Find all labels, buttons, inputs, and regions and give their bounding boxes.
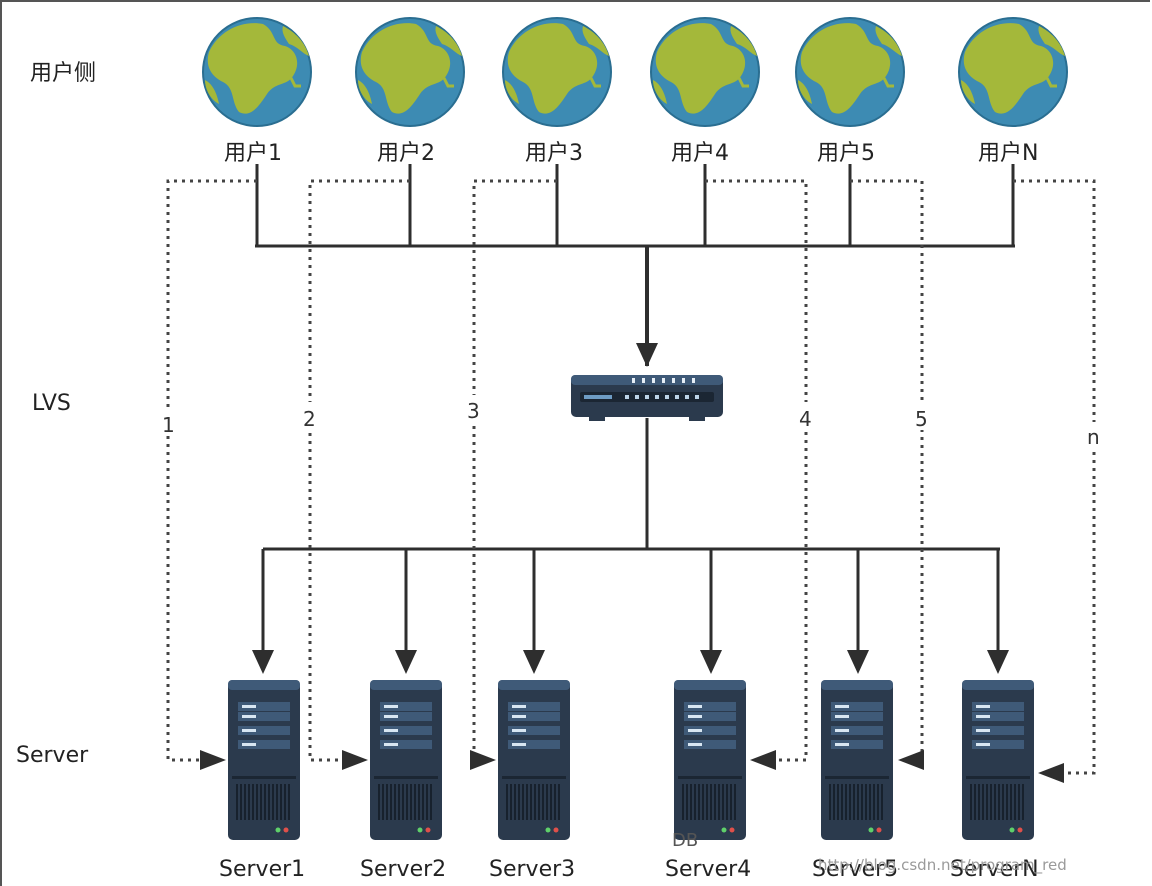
server-label-3: Server3 [489,857,575,882]
globe-icon [958,17,1068,127]
stray-db-text: DB [672,830,698,851]
server-label-2: Server2 [360,857,446,882]
server-rack-icon [228,680,300,840]
tier-label-user-side: 用户侧 [30,61,96,86]
bus-to-lvs-arrowhead [636,343,658,367]
server-rack-icon [821,680,893,840]
path-label-2: 2 [303,407,316,431]
globe-icon [202,17,312,127]
user-bus [255,164,1015,248]
globe-icon [650,17,760,127]
path-label-backgrounds [158,395,1106,452]
lvs-switch-icon [571,375,723,421]
server-bus-arrowheads [252,650,1009,674]
user-label-1: 用户1 [224,141,282,166]
server-rack-icon [674,680,746,840]
return-paths [166,179,1096,775]
path-label-4: 4 [799,407,812,431]
server-label-5: Server5 [812,857,898,882]
user-globes [202,17,1068,127]
path-label-3: 3 [467,399,480,423]
server-label-1: Server1 [219,857,305,882]
server-rack-icon [498,680,570,840]
globe-icon [502,17,612,127]
user-label-3: 用户3 [525,141,583,166]
watermark-text: http://blog.csdn.net/program_red [818,856,1067,875]
globe-icon [795,17,905,127]
path-label-1: 1 [162,413,175,437]
server-label-4: Server4 [665,857,751,882]
server-racks [228,680,1034,840]
user-label-n: 用户N [978,141,1038,166]
path-label-n: n [1087,425,1100,449]
user-label-4: 用户4 [671,141,729,166]
globe-icon [355,17,465,127]
server-rack-icon [962,680,1034,840]
server-label-n: ServerN [950,857,1039,882]
tier-label-lvs: LVS [32,391,71,416]
path-label-5: 5 [915,407,928,431]
user-label-5: 用户5 [817,141,875,166]
return-path-arrowheads [200,750,1064,783]
tier-label-server: Server [16,743,89,768]
user-label-2: 用户2 [377,141,435,166]
server-bus [261,418,1000,660]
server-rack-icon [370,680,442,840]
